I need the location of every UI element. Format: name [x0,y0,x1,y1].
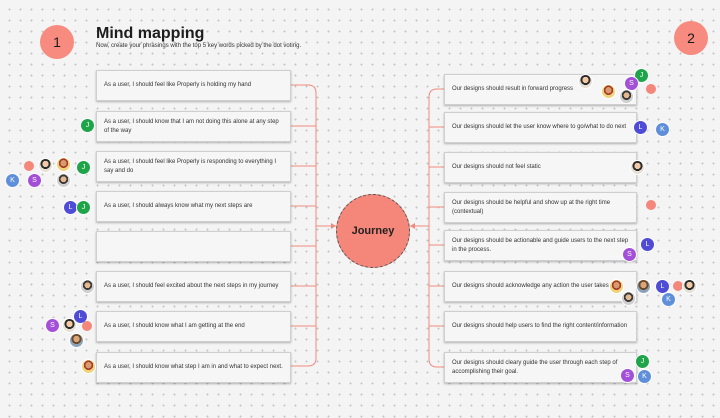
avatar-photo[interactable] [81,359,96,374]
avatar-j[interactable]: J [80,118,95,133]
avatar-k[interactable]: K [637,369,652,384]
right-note-3[interactable]: Our designs should not feel static [444,152,637,183]
board-subtitle: Now, create your phrasings with the top … [96,43,302,49]
avatar-photo[interactable] [609,279,624,294]
avatar-photo[interactable] [62,318,77,333]
avatar-s[interactable]: S [45,318,60,333]
right-note-7[interactable]: Our designs should help users to find th… [444,311,637,342]
avatar-j[interactable]: J [76,200,91,215]
avatar-photo[interactable] [682,279,697,294]
right-note-6[interactable]: Our designs should acknowledge any actio… [444,271,637,302]
avatar-l[interactable]: L [640,237,655,252]
avatar-photo[interactable] [636,279,651,294]
left-note-6[interactable]: As a user, I should feel excited about t… [96,271,291,302]
left-note-8[interactable]: As a user, I should know what step I am … [96,352,291,383]
avatar-k[interactable]: K [655,122,670,137]
vote-dot[interactable] [646,200,656,210]
avatar-k[interactable]: K [661,292,676,307]
vote-dot[interactable] [646,84,656,94]
right-note-5[interactable]: Our designs should be actionable and gui… [444,230,637,261]
journey-center-node[interactable]: Journey [336,194,410,268]
step-badge-1: 1 [40,25,74,59]
avatar-j[interactable]: J [635,354,650,369]
vote-dot[interactable] [24,161,34,171]
avatar-photo[interactable] [80,279,95,294]
left-note-1[interactable]: As a user, I should feel like Properly i… [96,70,291,101]
right-note-2[interactable]: Our designs should let the user know whe… [444,112,637,143]
vote-dot[interactable] [82,321,92,331]
avatar-s[interactable]: S [27,173,42,188]
board-title: Mind mapping [96,25,205,42]
step-badge-2: 2 [674,21,708,55]
avatar-photo[interactable] [601,84,616,99]
left-note-5-empty[interactable] [96,231,291,262]
avatar-photo[interactable] [38,158,53,173]
avatar-photo[interactable] [578,74,593,89]
avatar-l[interactable]: L [633,120,648,135]
avatar-photo[interactable] [630,160,645,175]
avatar-photo[interactable] [69,333,84,348]
vote-dot[interactable] [673,281,683,291]
avatar-j[interactable]: J [76,160,91,175]
right-note-4[interactable]: Our designs should be helpful and show u… [444,192,637,223]
avatar-k[interactable]: K [5,173,20,188]
avatar-s[interactable]: S [620,368,635,383]
right-note-8[interactable]: Our designs should cleary guide the user… [444,352,637,383]
left-note-4[interactable]: As a user, I should always know what my … [96,191,291,222]
avatar-photo[interactable] [56,173,71,188]
left-note-2[interactable]: As a user, I should know that I am not d… [96,111,291,142]
left-note-7[interactable]: As a user, I should know what I am getti… [96,311,291,342]
avatar-photo[interactable] [56,157,71,172]
avatar-photo[interactable] [619,89,634,104]
avatar-photo[interactable] [621,291,636,306]
left-note-3[interactable]: As a user, I should feel like Properly i… [96,151,291,182]
avatar-s[interactable]: S [622,247,637,262]
avatar-l[interactable]: L [73,309,88,324]
